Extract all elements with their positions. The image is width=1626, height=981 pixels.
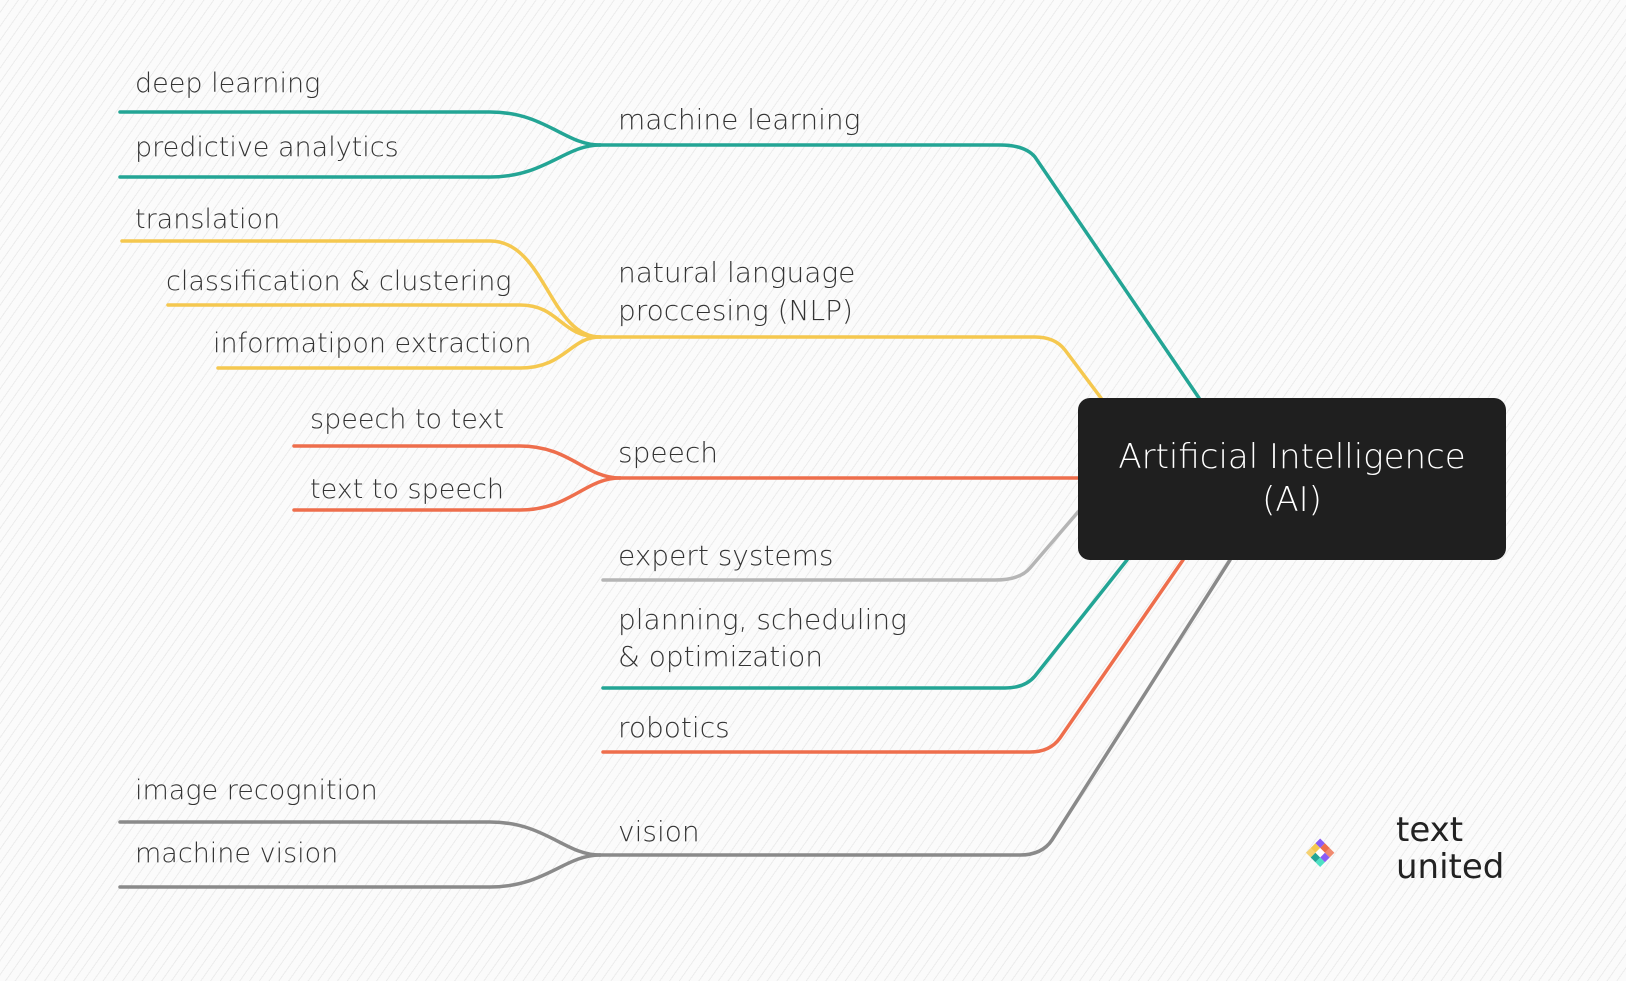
text-united-logo-icon: [1305, 838, 1335, 867]
connector-predictive-analytics: [118, 143, 602, 179]
leaf-predictive-analytics: predictive analytics: [135, 132, 399, 163]
connector-machine-vision: [118, 853, 602, 889]
leaf-translation: translation: [135, 204, 281, 235]
leaf-machine-vision: machine vision: [135, 838, 339, 869]
connector-extraction: [216, 335, 602, 370]
logo-wordmark: text united: [1396, 812, 1504, 886]
leaf-deep-learning: deep learning: [135, 68, 321, 99]
central-node-label: Artificial Intelligence (AI): [1118, 437, 1466, 520]
leaf-image-recognition: image recognition: [135, 775, 378, 806]
logo-text-line2: united: [1396, 847, 1505, 887]
connector-translation: [120, 239, 602, 339]
connector-classification: [166, 303, 602, 339]
connector-robotics: [601, 558, 1185, 754]
connector-planning: [601, 558, 1129, 690]
branch-robotics: robotics: [618, 711, 730, 744]
branch-planning-line1: planning, scheduling: [618, 603, 907, 636]
branch-planning-line2: & optimization: [618, 640, 823, 673]
branch-vision: vision: [618, 815, 700, 848]
connector-text-to-speech: [292, 476, 622, 512]
connector-deep-learning: [118, 110, 602, 147]
central-node-ai: Artificial Intelligence (AI): [1078, 398, 1506, 560]
connector-image-recognition: [118, 820, 602, 857]
leaf-information-extraction: informatipon extraction: [213, 328, 532, 359]
branch-nlp-line2: proccesing (NLP): [618, 294, 853, 327]
branch-expert-systems: expert systems: [618, 539, 834, 572]
leaf-speech-to-text: speech to text: [310, 404, 504, 435]
connector-machine-learning: [598, 143, 1201, 400]
leaf-text-to-speech: text to speech: [310, 474, 504, 505]
connector-expert-systems: [601, 510, 1080, 582]
branch-speech: speech: [618, 436, 718, 469]
logo-text-line1: text: [1396, 810, 1464, 850]
branch-nlp-line1: natural language: [618, 256, 856, 289]
branch-machine-learning: machine learning: [618, 103, 861, 136]
connector-nlp: [598, 335, 1103, 400]
connector-speech-to-text: [292, 444, 622, 480]
connector-vision: [598, 558, 1232, 857]
leaf-classification-clustering: classification & clustering: [166, 266, 512, 297]
